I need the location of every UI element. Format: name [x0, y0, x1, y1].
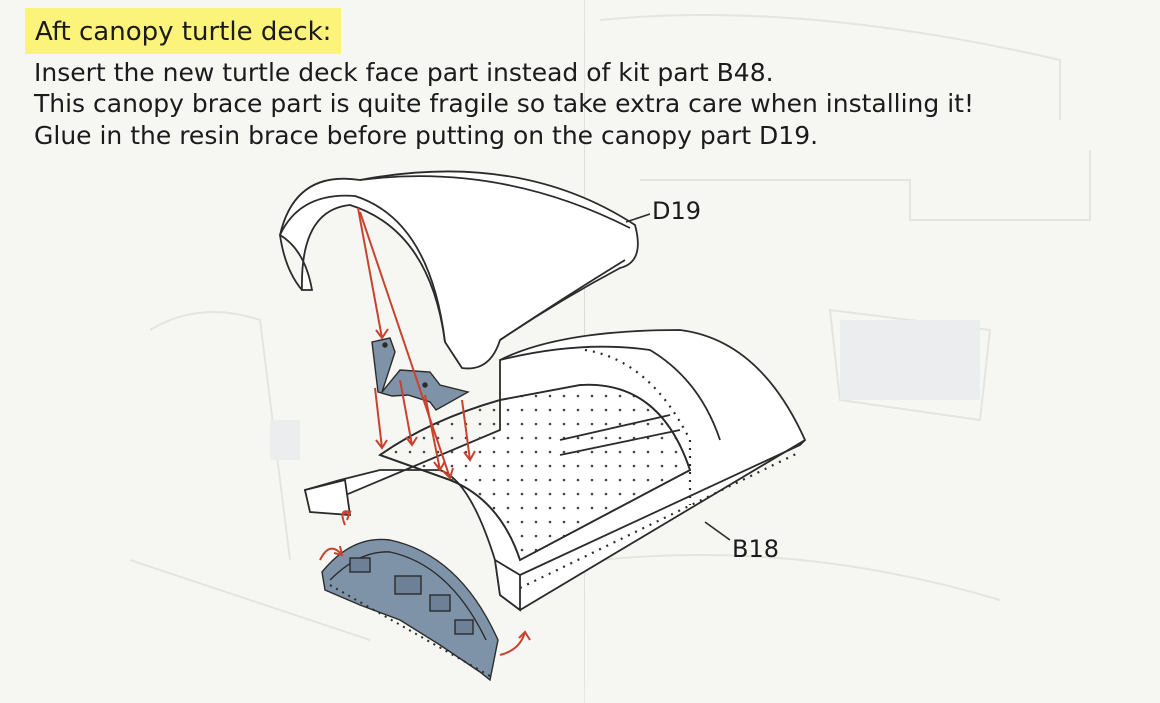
- resin-turtle-deck-face: [321, 538, 499, 682]
- callout-leaders: [625, 213, 731, 541]
- assembly-arrows: [319, 207, 531, 656]
- canopy-part-d19: [278, 170, 639, 370]
- section-heading: Aft canopy turtle deck:: [25, 8, 342, 54]
- callout-b18: B18: [732, 535, 780, 563]
- instruction-line-1: Insert the new turtle deck face part ins…: [34, 58, 774, 87]
- turtle-deck-part-b18: [303, 329, 807, 612]
- callout-d19: D19: [652, 197, 702, 225]
- instruction-line-3: Glue in the resin brace before putting o…: [34, 121, 819, 150]
- instruction-line-2: This canopy brace part is quite fragile …: [34, 89, 974, 118]
- resin-canopy-brace: [371, 337, 470, 411]
